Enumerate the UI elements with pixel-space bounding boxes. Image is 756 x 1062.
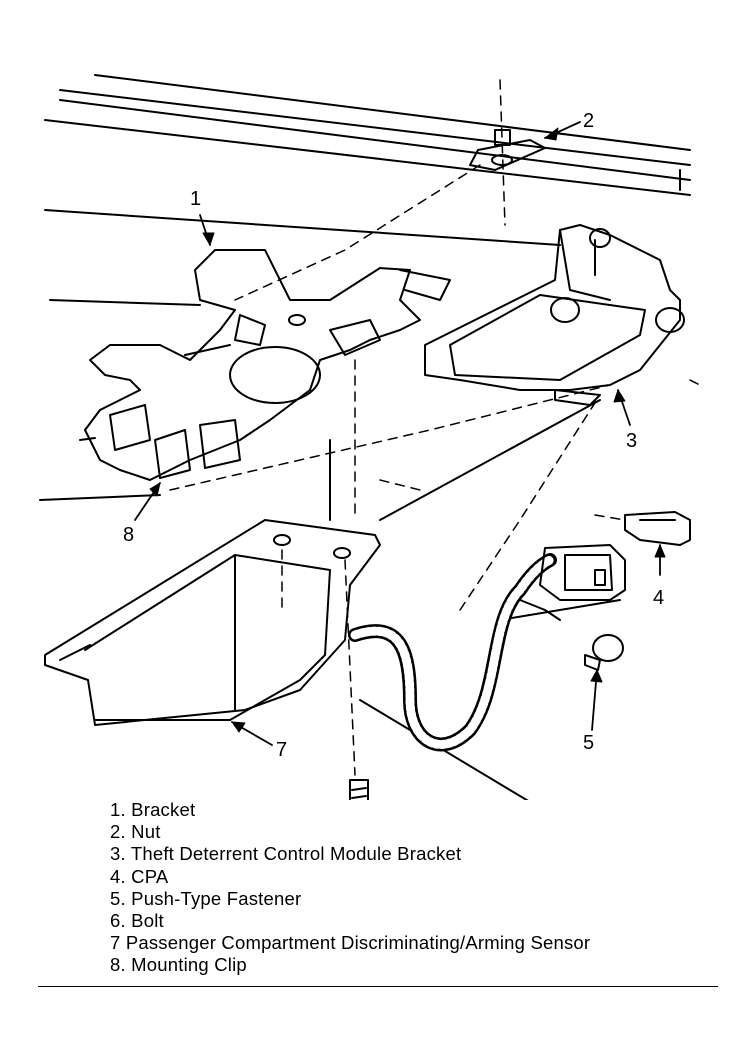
legend-item-cpa: 4. CPA xyxy=(110,865,169,887)
callout-2: 2 xyxy=(583,110,594,132)
legend-item-sensor: 7 Passenger Compartment Discriminating/A… xyxy=(110,932,591,954)
push-fastener-part-5 xyxy=(584,634,624,671)
callout-8: 8 xyxy=(123,524,134,546)
sensor-part-7 xyxy=(44,519,381,726)
callout-5: 5 xyxy=(583,732,594,754)
legend-item-bolt: 6. Bolt xyxy=(110,910,164,932)
callout-arrowheads xyxy=(149,127,666,733)
callout-1: 1 xyxy=(190,188,201,210)
bracket-part-1 xyxy=(79,249,451,481)
legend-item-mounting-clip: 8. Mounting Clip xyxy=(110,954,247,976)
callout-labels: 1 2 3 4 5 6 7 8 xyxy=(123,110,664,761)
callout-7: 7 xyxy=(276,739,287,761)
legend-item-module-bracket: 3. Theft Deterrent Control Module Bracke… xyxy=(110,843,462,865)
legend-item-nut: 2. Nut xyxy=(110,821,161,843)
module-bracket-part-3 xyxy=(424,224,685,406)
parts-legend: 1. Bracket 2. Nut 3. Theft Deterrent Con… xyxy=(110,799,590,977)
exploded-view-illustration: 1 2 3 4 5 6 7 8 xyxy=(39,74,701,800)
floor-panel-lines xyxy=(39,74,691,800)
legend-item-push-fastener: 5. Push-Type Fastener xyxy=(110,887,302,909)
callout-leaders xyxy=(134,121,661,746)
nut-part-2 xyxy=(469,129,546,171)
cpa-part-4 xyxy=(624,511,691,546)
callout-4: 4 xyxy=(653,587,664,609)
assembly-guide-lines xyxy=(169,79,701,776)
callout-3: 3 xyxy=(626,430,637,452)
bolt-part-6 xyxy=(349,779,369,800)
bottom-divider xyxy=(38,986,718,987)
legend-item-bracket: 1. Bracket xyxy=(110,799,196,820)
wiring-harness xyxy=(348,544,626,752)
